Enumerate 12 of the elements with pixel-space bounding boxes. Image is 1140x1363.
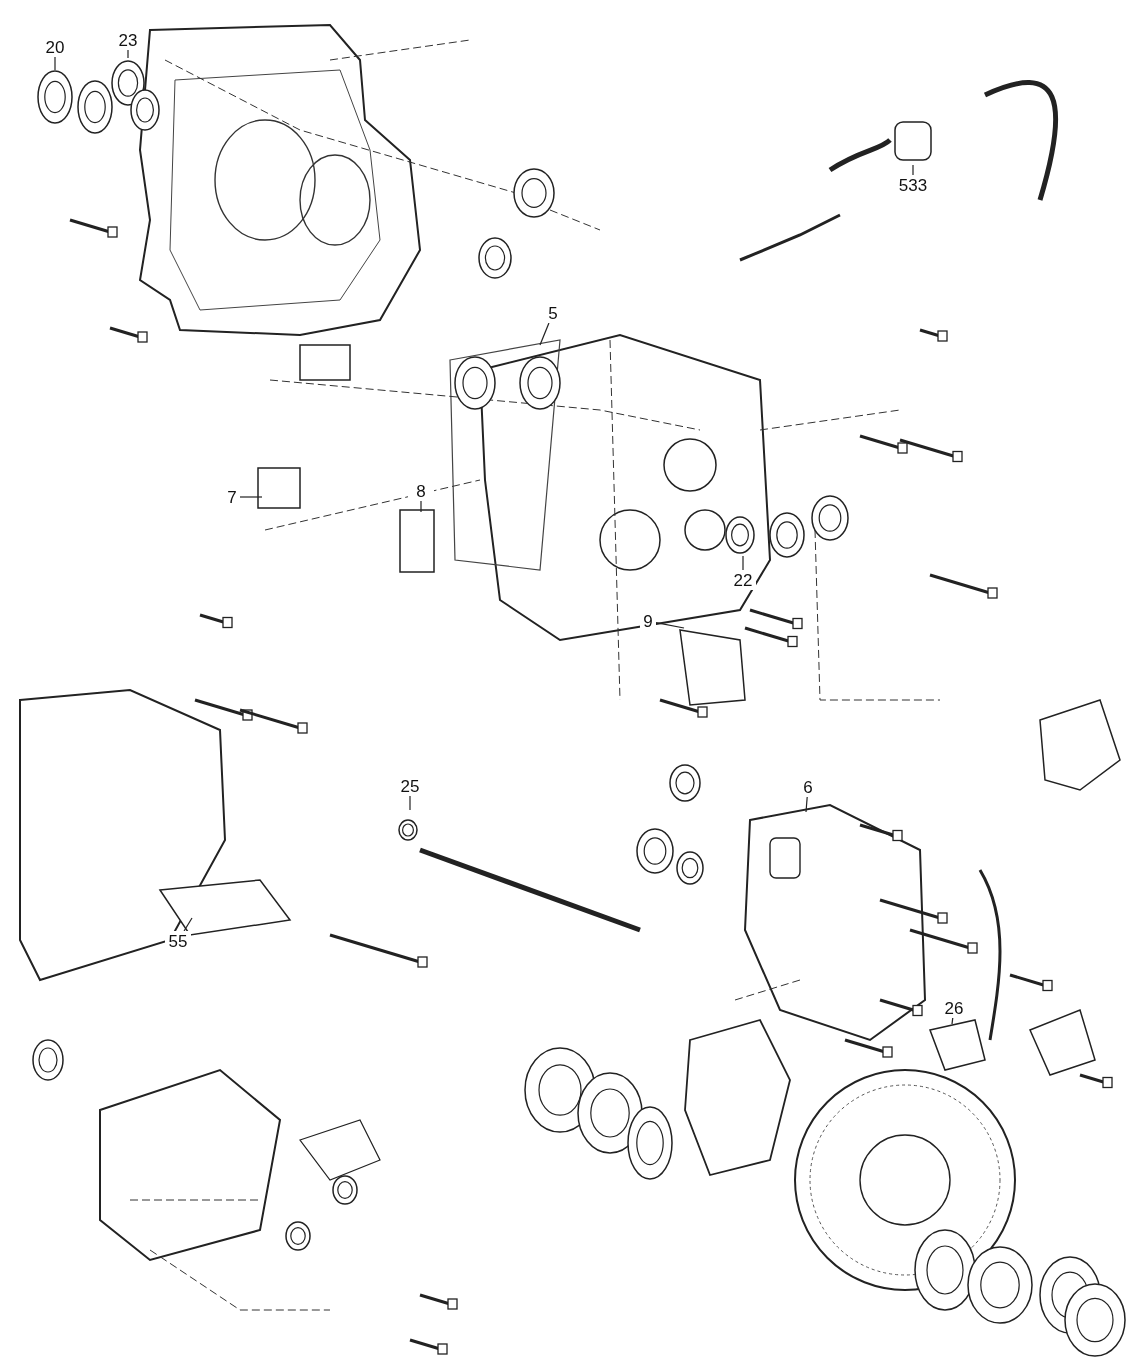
leader-line xyxy=(239,496,263,498)
leader-line xyxy=(409,795,411,811)
leader-line xyxy=(805,796,808,813)
leader-line xyxy=(54,56,56,71)
leader-line xyxy=(420,500,422,513)
leader-line xyxy=(912,164,914,176)
leader-line xyxy=(951,1017,954,1025)
leader-line xyxy=(539,322,550,346)
leader-line xyxy=(655,621,685,629)
leader-line xyxy=(127,49,129,59)
leader-line xyxy=(183,917,193,932)
leader-line xyxy=(742,555,744,571)
